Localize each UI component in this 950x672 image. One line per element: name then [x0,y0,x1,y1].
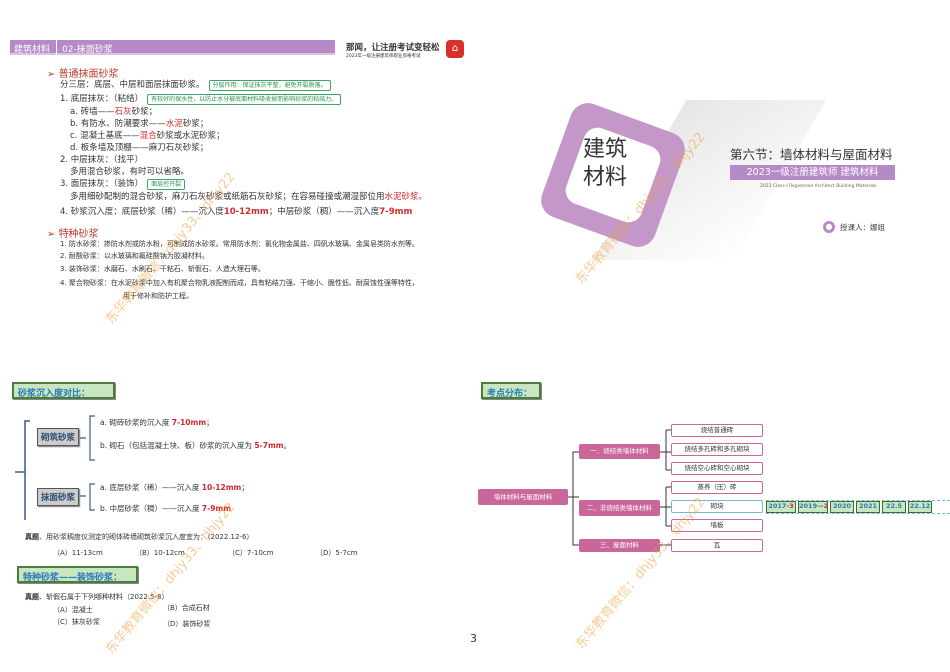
mindmap-lines [568,429,671,546]
q1-option: （D）5-7cm [316,549,358,557]
masonry-b: b. 砌石（包括混凝土块、板）砂浆的沉入度为 5-7mm。 [100,441,292,450]
line-base: 1. 底层抹灰：（粘结）有较好的保水性，以防止水分被底面材料吸收掉而影响砂浆的粘… [60,94,342,105]
plaster-b: b. 中层砂浆（稠）——沉入度 7-9mm [100,504,232,513]
group-plaster-mortar: 抹面砂浆 [37,488,80,506]
logo-house-icon: ⌂ [446,40,464,58]
mindmap-leaf: 蒸养（压）砖 [671,481,763,494]
masonry-a: a. 砌砖砂浆的沉入度 7-10mm； [100,418,214,427]
q2-option: （C）抹灰砂浆 [53,618,100,626]
year-box: 2020 [830,501,854,513]
line-b: b. 有防水、防潮要求——水泥砂浆； [70,119,209,129]
mindmap-root: 墙体材料与屋面材料 [478,489,568,505]
q1-option: （B）10-12cm [135,549,185,557]
cover-band: 2023一级注册建筑师 建筑材料 [730,165,895,180]
logo-slogan: 那闻，让注册考试变轻松 [346,43,440,53]
cover-english: 2023 Class-I Registered Architect Buildi… [760,184,877,189]
line-three-layers: 分三层：底层、中层和面层抹面砂浆。分层作用：保证抹灰平整，避免开裂脱落。 [60,80,331,91]
header-title: 02-抹面砂浆 [62,45,113,55]
mindmap-leaf: 烧结普通砖 [671,424,763,437]
cover-title: 第六节：墙体材料与屋面材料 [730,147,893,162]
plaster-a: a. 底层砂浆（稀）——沉入度 10-12mm； [100,483,249,492]
mindmap-leaf-highlight: 砌块 [671,500,763,513]
lecturer: 授课人：娜姐 [840,223,885,232]
mindmap-leaf: 墙板 [671,519,763,532]
q2-option: （A）混凝土 [53,606,93,614]
q1-option: （A）11-13cm [53,549,103,557]
mindmap-leaf: 烧结空心砖和空心砌块 [671,462,763,475]
section-special: ➢ 特种砂浆 [47,229,99,240]
q1-option: （C）7-10cm [228,549,274,557]
question-2: 真题、斩假石属于下列哪种材料（2022.5-8） [25,593,169,601]
year-box: 22.5 [882,501,906,513]
line-middle: 2. 中层抹灰：（找平） [60,155,144,165]
mindmap-branch: 二、非烧结类墙体材料 [579,500,660,516]
line-surface: 3. 面层抹灰：（装饰）面层控开裂 [60,179,186,190]
note-box: 面层控开裂 [147,179,186,190]
box-title-exam: 考点分布： [481,382,541,399]
box-title-decorative: 特种砂浆——装饰砂浆： [17,566,138,583]
year-box: 2019—2 [798,501,828,513]
q2-option: （B）合成石材 [163,604,210,612]
line-surface-desc: 多用细砂配制的混合砂浆，麻刀石灰砂浆或纸筋石灰砂浆；在容易碰撞或潮湿部位用水泥砂… [70,192,428,202]
line-c: c. 混凝土基底——混合砂浆或水泥砂浆； [70,131,225,141]
year-box: 2017-3 [766,501,796,513]
mindmap-leaf: 瓦 [671,539,763,552]
mindmap-branch: 一、烧结类墙体材料 [579,444,660,459]
line-slump: 4. 砂浆沉入度：底层砂浆（稀）——沉入度10-12mm；中层砂浆（稠）——沉入… [60,207,413,217]
special-4: 4. 聚合物砂浆：在水泥砂浆中加入有机聚合物乳液配制而成，具有粘结力强、干缩小、… [60,279,419,287]
line-a: a. 砖墙——石灰砂浆； [70,107,158,117]
bracket-lines [15,415,95,520]
page-number: 3 [470,632,477,645]
question-1: 真题、用砂浆稠度仪测定的砌体砖墙砌筑砂浆沉入度宜为：（2022.12-6） [25,533,254,541]
cover-logo-text: 建筑材料 [583,137,628,190]
line-d: d. 板条墙及顶棚——麻刀石灰砂浆； [70,143,209,153]
q2-option: （D）装饰砂浆 [163,620,211,628]
special-4-cont: 用于修补和防护工程。 [123,292,193,300]
box-title-slump: 砂浆沉入度对比： [12,382,115,399]
header-divider [56,40,57,55]
note-box: 分层作用：保证抹灰平整，避免开裂脱落。 [208,80,331,91]
section-title: 特种砂浆 [58,229,99,240]
special-2: 2. 耐酸砂浆：以水玻璃和氟硅酸钠为胶凝材料。 [60,252,209,260]
mindmap-leaf: 烧结多孔砖和多孔砌块 [671,443,763,456]
year-box: 2021 [856,501,880,513]
logo-sub: 2023年一级注册建筑师职业资格考试 [346,54,421,59]
group-masonry-mortar: 砌筑砂浆 [37,428,80,446]
lecturer-icon: ● [823,221,835,233]
slide-header-bar [10,40,335,55]
header-category: 建筑材料 [14,45,51,55]
year-row: 2017-3 2019—2 2020 2021 22.5 22.12 [766,500,950,514]
section-title: 普通抹面砂浆 [58,69,119,80]
section-ordinary: ➢ 普通抹面砂浆 [47,69,119,80]
mindmap-branch: 三、屋面材料 [579,539,660,552]
note-box: 有较好的保水性，以防止水分被底面材料吸收掉而影响砂浆的粘结力。 [147,94,342,105]
special-1: 1. 防水砂浆：掺防水剂或防水粉，可制成防水砂浆。常用防水剂：氯化物金属盐、四矾… [60,240,419,248]
year-box: 22.12 [908,501,932,513]
special-3: 3. 装饰砂浆：水磨石、水刷石、干粘石、斩假石、人造大理石等。 [60,265,265,273]
line-middle-desc: 多用混合砂浆，有时可以省略。 [70,167,190,177]
